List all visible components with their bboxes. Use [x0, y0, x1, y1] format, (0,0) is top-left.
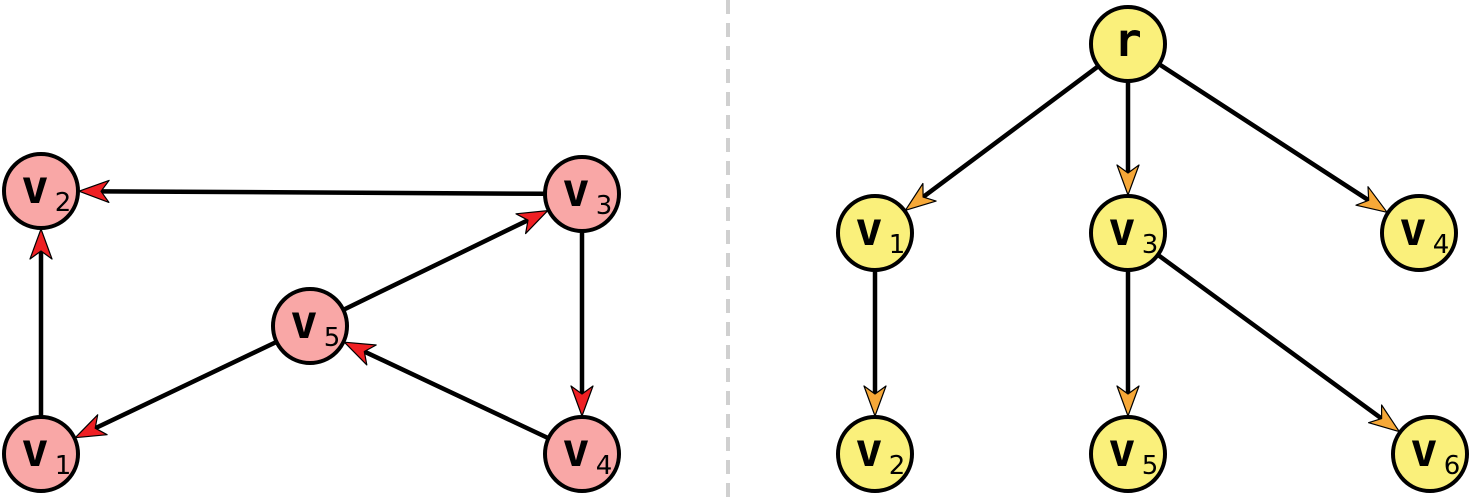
edge-v1-to-v2	[863, 267, 887, 417]
node-subscript: 4	[1433, 230, 1450, 260]
node-circle	[543, 155, 621, 233]
edge-v1-to-v2	[29, 228, 53, 420]
arrowhead-icon	[1367, 404, 1400, 433]
node-label: v	[1108, 423, 1136, 477]
node-subscript: 5	[1142, 451, 1159, 481]
node-label: v	[1108, 202, 1136, 256]
edge-r-to-v1	[904, 63, 1101, 211]
edge-v3-to-v2	[78, 179, 548, 203]
node-circle	[1391, 415, 1469, 493]
node-subscript: 1	[889, 230, 906, 260]
edge-line	[1155, 252, 1384, 421]
edge-v5-to-v3	[341, 210, 549, 313]
node-circle	[836, 415, 914, 493]
node-subscript: 5	[324, 323, 341, 353]
tree-edges	[863, 61, 1400, 433]
node-circle	[271, 287, 349, 365]
edge-r-to-v4	[1156, 61, 1388, 213]
edge-v3-to-v6	[1155, 252, 1400, 433]
node-subscript: 4	[596, 451, 613, 481]
node-label: v	[290, 295, 318, 349]
edge-v4-to-v5	[343, 341, 551, 441]
node-label: v	[21, 423, 49, 477]
node-circle	[2, 415, 80, 493]
node-subscript: 6	[1444, 451, 1461, 481]
node-circle	[1089, 5, 1167, 83]
edge-line	[98, 189, 548, 197]
arrowhead-icon	[570, 385, 594, 417]
node-subscript: 3	[1142, 230, 1159, 260]
edge-line	[920, 63, 1101, 200]
edge-v5-to-v1	[74, 339, 279, 439]
node-label: v	[562, 423, 590, 477]
graph-edges	[29, 179, 594, 441]
node-label: v	[1399, 202, 1427, 256]
arrowhead-icon	[1116, 164, 1140, 196]
node-circle	[1089, 415, 1167, 493]
node-subscript: 3	[596, 191, 613, 221]
arrowhead-icon	[343, 341, 377, 366]
edge-line	[362, 349, 551, 441]
node-label: v	[562, 163, 590, 217]
edge-line	[92, 339, 279, 431]
edge-line	[341, 217, 531, 313]
arrowhead-icon	[1116, 385, 1140, 417]
edge-line	[1156, 61, 1371, 203]
arrowhead-icon	[863, 385, 887, 417]
node-label: v	[21, 160, 49, 214]
node-circle	[836, 194, 914, 272]
node-circle	[1380, 194, 1458, 272]
arrowhead-icon	[74, 414, 108, 439]
node-label: v	[1410, 423, 1438, 477]
node-circle	[1089, 194, 1167, 272]
node-subscript: 2	[889, 451, 906, 481]
node-label: v	[855, 202, 883, 256]
tree-node-r: r	[1089, 5, 1167, 83]
edge-v3-to-v4	[570, 228, 594, 417]
node-subscript: 1	[55, 451, 72, 481]
arrowhead-icon	[904, 182, 937, 211]
arrowhead-icon	[515, 210, 549, 235]
node-label: v	[855, 423, 883, 477]
node-circle	[2, 152, 80, 230]
edge-r-to-v3	[1116, 78, 1140, 196]
arrowhead-icon	[29, 228, 53, 260]
node-circle	[543, 415, 621, 493]
arrowhead-icon	[78, 179, 110, 203]
node-subscript: 2	[55, 188, 72, 218]
edge-v3-to-v5	[1116, 267, 1140, 417]
node-label: r	[1114, 13, 1142, 67]
arrowhead-icon	[1355, 186, 1388, 213]
